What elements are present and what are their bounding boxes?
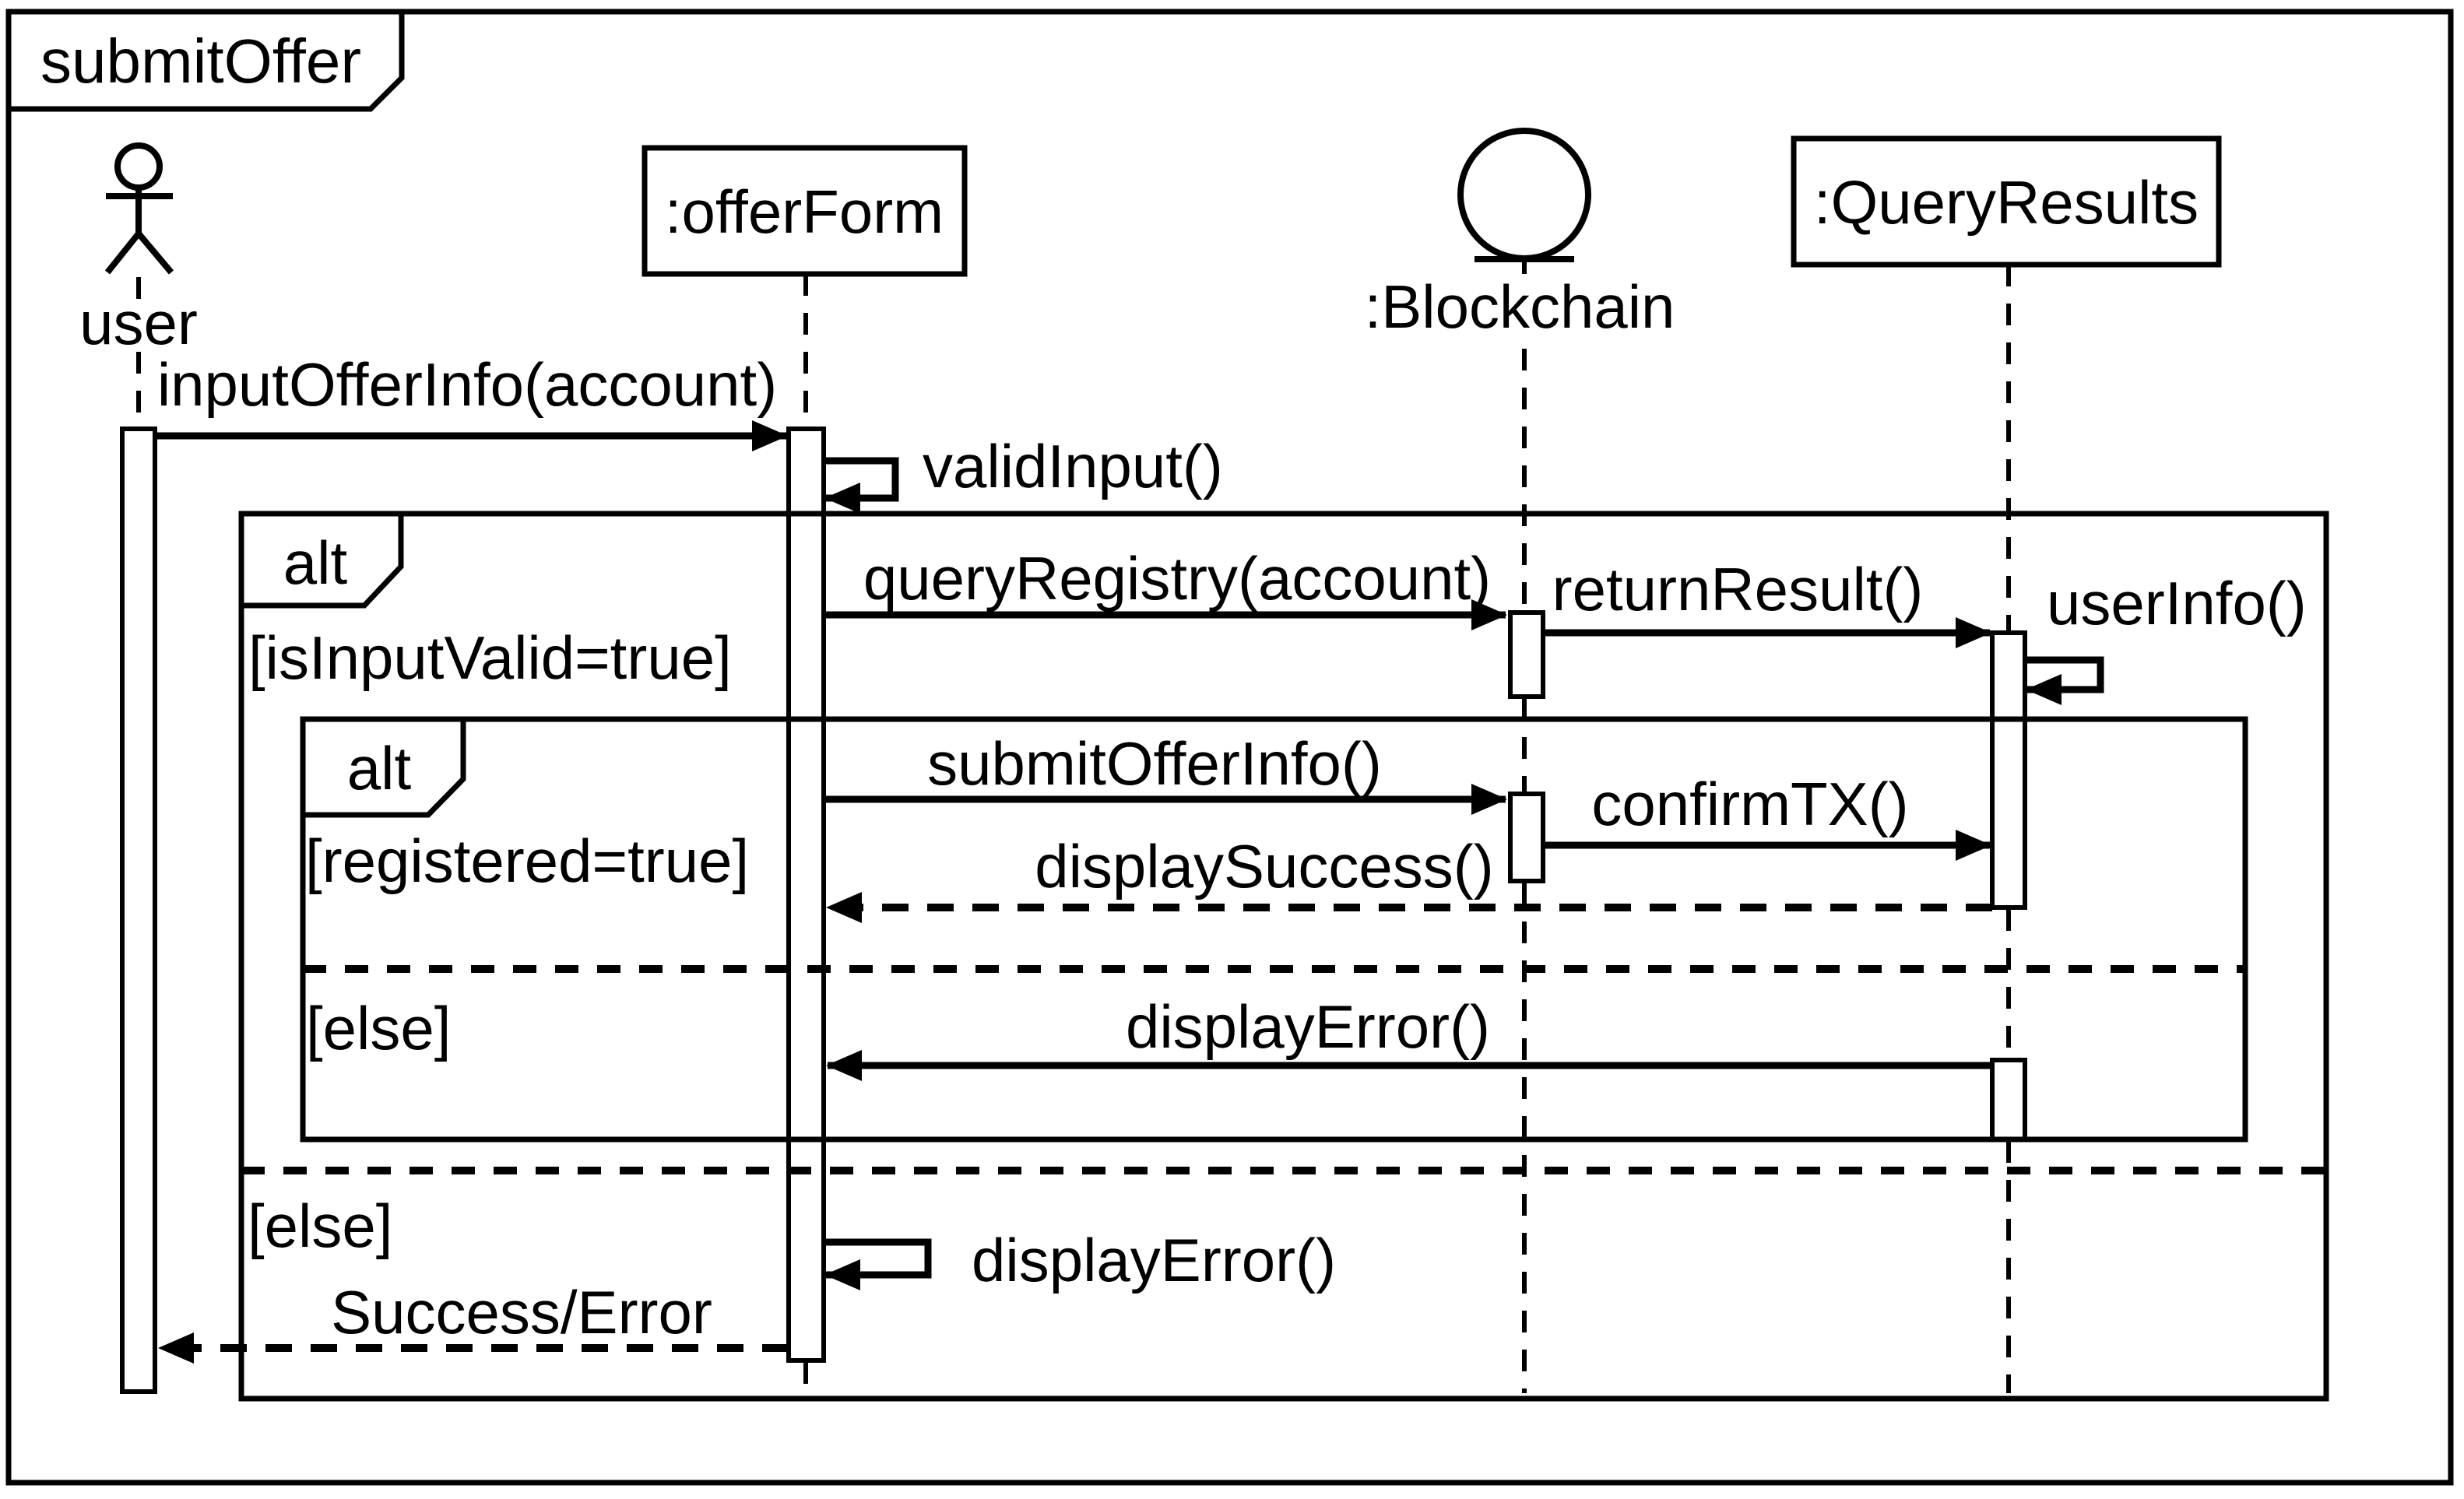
- message-user-info-self-arrow: [2025, 656, 2104, 705]
- message-valid-input-self-arrow: [824, 457, 899, 514]
- frame-title-tab: [5, 9, 405, 112]
- messages: inputOfferInfo(account) validInput() que…: [155, 350, 2307, 1364]
- fragment-inner-alt-operator-tab: [300, 716, 466, 818]
- activation-user: [120, 427, 157, 1394]
- participant-blockchain: :Blockchain: [1365, 128, 1675, 341]
- message-valid-input-label: validInput(): [923, 432, 1223, 500]
- fragment-inner-alt: alt [registered=true] [else]: [300, 716, 2248, 1143]
- fragment-outer-alt-border: [238, 511, 2329, 1402]
- message-display-error-else-label: displayError(): [1126, 992, 1490, 1061]
- activation-blockchain-query: [1508, 610, 1545, 699]
- actor-head-icon: [114, 142, 163, 191]
- message-success-error-label: Success/Error: [331, 1278, 712, 1346]
- participant-offer-form: :offerForm: [641, 145, 968, 277]
- message-return-result-label: returnResult(): [1552, 555, 1924, 623]
- message-display-success-label: displaySuccess(): [1035, 832, 1494, 900]
- participant-user: user: [79, 142, 198, 357]
- activation-blockchain-submit: [1508, 792, 1545, 883]
- frame-border: [5, 9, 2454, 1486]
- activation-query-results-error: [1990, 1058, 2027, 1142]
- fragment-inner-alt-border: [300, 716, 2248, 1143]
- activation-bars: [120, 427, 2027, 1394]
- message-confirm-tx-label: confirmTX(): [1591, 770, 1908, 838]
- fragment-outer-alt: alt [isInputValid=true] [else]: [238, 511, 2329, 1402]
- message-query-registry-label: queryRegistry(account): [863, 544, 1491, 613]
- actor-body-icon: [104, 188, 174, 275]
- participant-blockchain-label: :Blockchain: [1365, 272, 1675, 341]
- fragment-outer-alt-guard-true: [isInputValid=true]: [248, 623, 732, 692]
- fragment-inner-alt-guard-else: [else]: [306, 994, 451, 1062]
- message-input-offer-info-label: inputOfferInfo(account): [157, 350, 777, 419]
- fragment-outer-alt-operator-tab: [238, 511, 404, 609]
- fragment-outer-alt-guard-else: [else]: [248, 1192, 392, 1260]
- activation-query-results-return: [1990, 630, 2027, 910]
- participant-query-results-box: [1791, 135, 2222, 268]
- message-submit-offer-info-label: submitOfferInfo(): [927, 729, 1382, 798]
- entity-circle-icon: [1457, 128, 1591, 262]
- participant-offer-form-label: :offerForm: [665, 177, 944, 246]
- participant-query-results: :QueryResults: [1791, 135, 2222, 268]
- message-display-error-self-arrow: [824, 1238, 932, 1290]
- message-display-error-invalid-label: displayError(): [972, 1226, 1336, 1294]
- lifelines: [136, 259, 2011, 1393]
- participant-user-label: user: [79, 289, 198, 357]
- message-user-info-label: userInfo(): [2047, 569, 2307, 637]
- fragment-inner-alt-operator: alt: [347, 734, 412, 802]
- diagram-title: submitOffer: [40, 26, 361, 96]
- diagram-frame: submitOffer: [5, 9, 2454, 1486]
- activation-offer-form: [786, 427, 826, 1363]
- fragment-outer-alt-operator: alt: [283, 528, 348, 597]
- participant-query-results-label: :QueryResults: [1814, 168, 2199, 237]
- fragment-inner-alt-guard-true: [registered=true]: [305, 827, 749, 895]
- participant-offer-form-box: [641, 145, 968, 277]
